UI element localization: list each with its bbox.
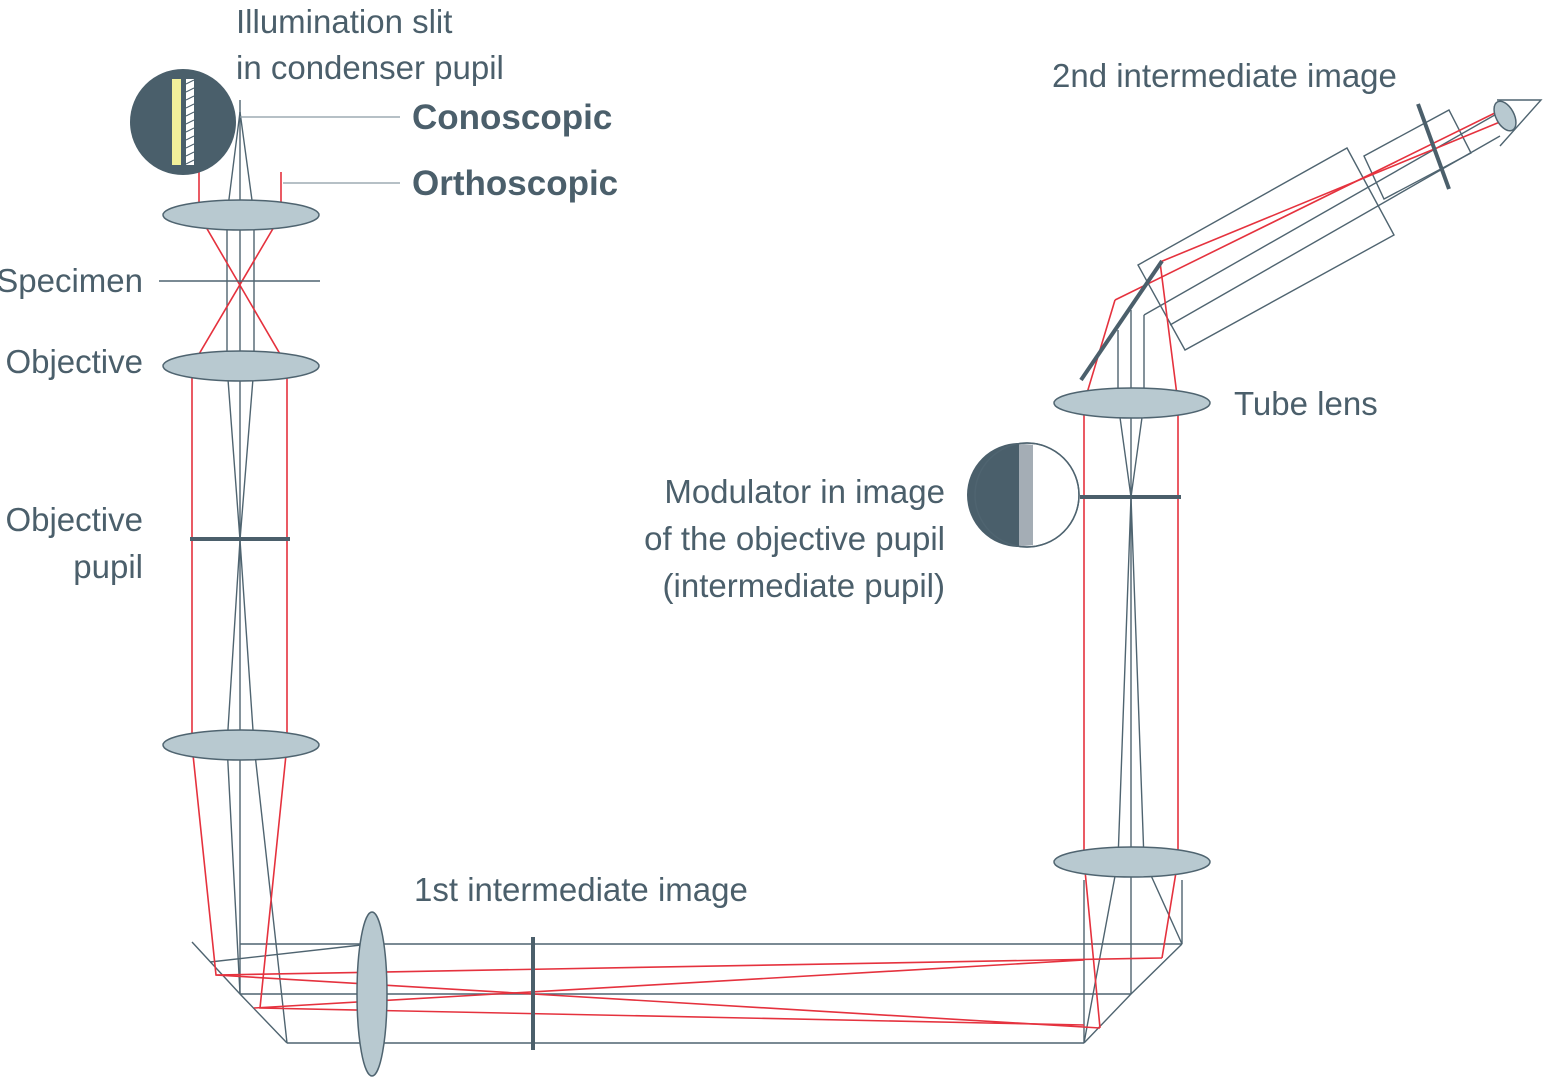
cono-ray-b	[226, 111, 255, 995]
second-intermediate-image-plane	[1416, 103, 1451, 190]
modulator-disc	[967, 442, 1080, 548]
modulator-label-3: (intermediate pupil)	[663, 567, 945, 604]
orthoscopic-label: Orthoscopic	[412, 164, 618, 203]
ortho-ray-ocular-b	[1114, 107, 1506, 301]
plates	[190, 103, 1451, 1050]
illumination-slit-disc	[130, 69, 236, 175]
conoscopic-label: Conoscopic	[412, 98, 612, 137]
eyepiece-output-cone	[1497, 99, 1543, 147]
modulator-dark-half	[967, 443, 1019, 547]
tube-lens-label: Tube lens	[1234, 385, 1378, 422]
objective-pupil-label-2: pupil	[73, 548, 143, 585]
transfer-lens-bottom	[356, 911, 388, 1077]
cono-ray-ocular-a	[1143, 111, 1501, 316]
modulator-label-1: Modulator in image	[664, 473, 945, 510]
specimen-label: Specimen	[0, 262, 143, 299]
cono-ray-a	[226, 111, 288, 1044]
first-intermediate-image-label: 1st intermediate image	[414, 871, 748, 908]
illumination-slit-label-1: Illumination slit	[236, 3, 452, 40]
beam-splitter-mirror	[1079, 259, 1164, 382]
ortho-ray-ocular-a	[1159, 116, 1513, 263]
relay-lens-left	[162, 729, 320, 761]
eyepiece-lens	[1493, 100, 1517, 132]
illumination-slit-label-2: in condenser pupil	[236, 49, 504, 86]
ortho-ray-cross-b	[253, 959, 1085, 1009]
ortho-ray-right-col-b	[1159, 261, 1179, 959]
eyepiece-tube-frame	[1363, 109, 1472, 200]
condenser-lens	[162, 199, 320, 231]
objective-lens	[162, 350, 320, 382]
cono-ray-right-a	[1083, 315, 1145, 1044]
slit-yellow-bar	[172, 79, 181, 165]
modulator-label-2: of the objective pupil	[644, 520, 945, 557]
lenses	[162, 100, 1517, 1077]
relay-lens-right	[1053, 846, 1211, 878]
cono-ray-ocular-b	[1169, 135, 1501, 326]
modulator-grey-strip	[1019, 443, 1033, 547]
tube-lens	[1053, 387, 1211, 419]
objective-label: Objective	[5, 343, 143, 380]
binocular-tube-frame	[1137, 147, 1395, 351]
objective-pupil-label-1: Objective	[5, 501, 143, 538]
second-intermediate-image-label: 2nd intermediate image	[1052, 57, 1397, 94]
cono-ray-slant-bottom-left	[209, 943, 371, 963]
